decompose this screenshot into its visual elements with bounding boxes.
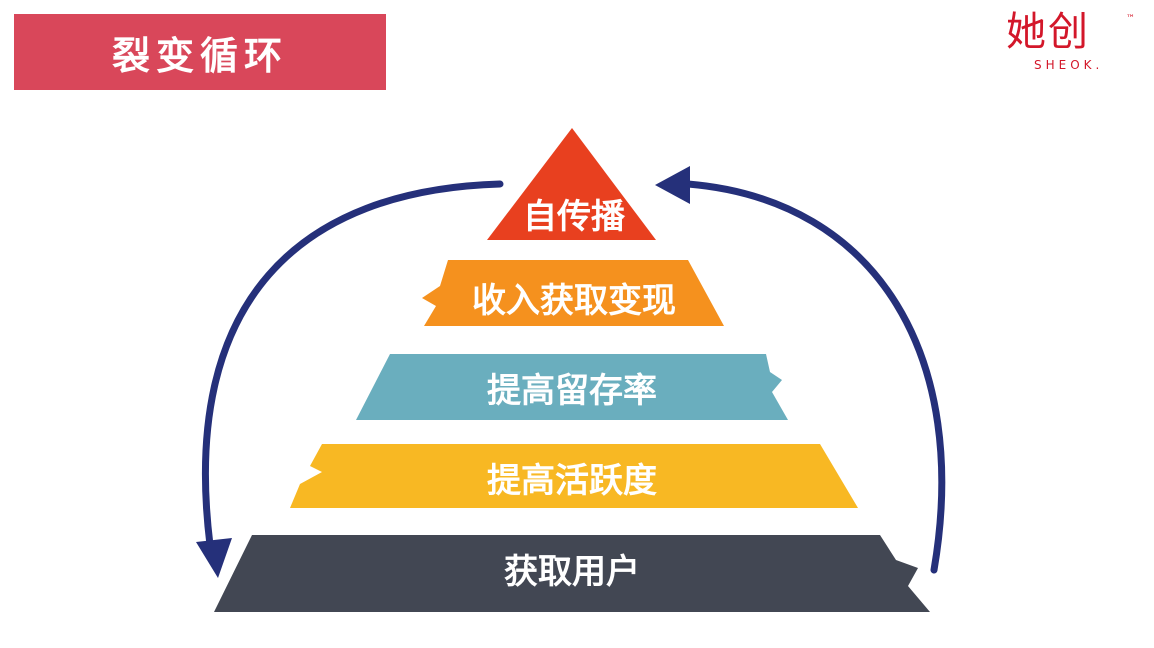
- logo-english-text: SHEOK.: [1034, 58, 1104, 72]
- cycle-arrow-right: [684, 180, 946, 574]
- logo-chinese-text: 她创: [1006, 9, 1090, 55]
- tier-1-label: 自传播: [523, 197, 626, 237]
- cycle-arrow-left: [202, 180, 504, 549]
- cycle-arrowhead-left: [196, 538, 232, 578]
- tier-1-shape: [487, 128, 656, 240]
- logo-trademark: ™: [1126, 14, 1135, 24]
- tier-5-label: 获取用户: [504, 552, 640, 592]
- title-banner: 裂变循环: [14, 14, 386, 90]
- slide-title: 裂变循环: [111, 32, 288, 78]
- tier-2-shape: [422, 260, 724, 326]
- tier-4-label: 提高活跃度: [487, 461, 657, 501]
- brand-logo: 她创 ™ SHEOK.: [1000, 10, 1140, 72]
- tier-3-shape: [356, 354, 788, 420]
- tier-5-shape: [214, 535, 930, 612]
- tier-2-label: 收入获取变现: [472, 281, 676, 321]
- tier-3-label: 提高留存率: [487, 371, 657, 411]
- tier-4-shape: [290, 444, 858, 508]
- cycle-arrowhead-right: [655, 166, 690, 204]
